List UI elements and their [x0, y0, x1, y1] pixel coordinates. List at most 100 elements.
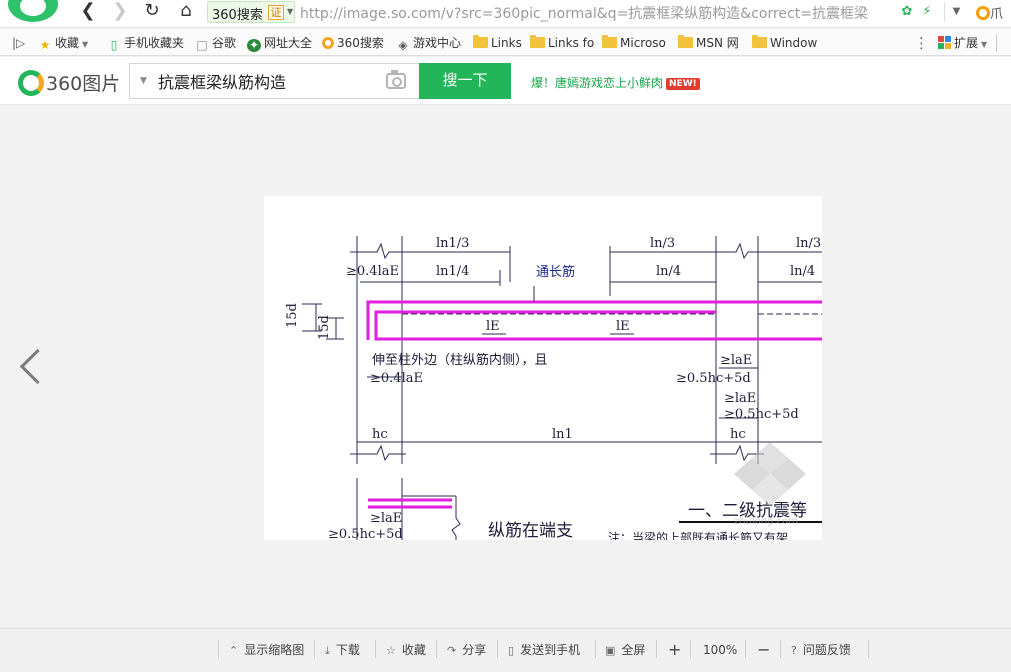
bookmarks-bar: |▷ ★收藏▼ ▯手机收藏夹 □谷歌 ✦网址大全 360搜索 ◈游戏中心 Lin… [0, 29, 1011, 56]
fullscreen-button[interactable]: ▣全屏 [605, 640, 645, 660]
label-lae-2: ≥0.4laE [370, 371, 423, 386]
forward-button[interactable]: ❯ [112, 0, 128, 21]
folder-icon [678, 35, 693, 48]
bookmark-folder-links-for[interactable]: Links fo [530, 34, 594, 52]
label-15d-a: 15d [285, 303, 300, 328]
reload-button[interactable]: ↻ [144, 0, 160, 21]
chevron-down-icon: ▼ [287, 7, 294, 16]
thumbnail-button[interactable]: ⌃显示缩略图 [229, 640, 304, 660]
toolbar-separator [497, 640, 498, 658]
chevron-up-icon: ⌃ [229, 644, 239, 657]
phone-outline-icon: ▯ [508, 644, 515, 657]
watermark-logo: zhulong.com [734, 442, 806, 527]
back-button[interactable]: ❮ [80, 0, 96, 21]
label-continuous-bar: 通长筋 [536, 264, 575, 280]
folder-icon [602, 35, 617, 48]
send-to-phone-button[interactable]: ▯发送到手机 [508, 640, 580, 660]
label-le-2: lE [616, 319, 630, 334]
site-logo[interactable]: 360图片 [18, 69, 121, 96]
refresh-shield-icon[interactable]: ✿ [901, 4, 913, 19]
toolbar-separator [868, 640, 869, 658]
label-15d-b: 15d [317, 315, 332, 340]
bookmark-folder-links[interactable]: Links [473, 34, 522, 52]
download-button[interactable]: ⤓下载 [325, 640, 360, 660]
gamepad-icon: ◈ [398, 38, 408, 52]
account-text: 爪 [990, 7, 1004, 22]
label-hc-2: hc [730, 427, 746, 442]
label-hc5d-3: ≥0.5hc+5d [328, 527, 403, 540]
feedback-button[interactable]: ?问题反馈 [791, 640, 851, 660]
preview-image[interactable]: ln1/3 ln1/4 ln/3 ln/4 ln/3 ln/4 通长筋 ≥0.4… [264, 196, 822, 540]
bookmark-google[interactable]: □谷歌 [196, 36, 237, 52]
phone-icon: ▯ [110, 38, 118, 52]
account-area[interactable]: 爪 [976, 3, 1011, 22]
download-icon: ⤓ [325, 644, 330, 657]
more-icon[interactable]: ⋮ [914, 34, 929, 52]
label-ln-4a: ln/4 [656, 264, 681, 279]
url-dropdown-icon[interactable]: ▼ [944, 2, 968, 22]
sidebar-toggle-icon[interactable]: |▷ [12, 36, 26, 50]
extensions-button[interactable]: 扩展▼ [938, 34, 987, 52]
label-ln1-4: ln1/4 [436, 264, 469, 279]
bookmark-folder-microsoft[interactable]: Microso [602, 34, 666, 52]
search-engine-selector[interactable]: 360搜索 证 ▼ [207, 1, 295, 23]
bookmark-favorites[interactable]: ★收藏▼ [39, 36, 89, 52]
compass-icon: ✦ [247, 38, 261, 52]
toolbar-separator [745, 640, 746, 658]
zoom-in-button[interactable]: + [668, 640, 682, 659]
watermark-text: zhulong.com [734, 516, 798, 527]
folder-icon [530, 35, 545, 48]
home-button[interactable]: ⌂ [180, 0, 192, 21]
label-grade-title: 一、二级抗震等 [688, 501, 807, 521]
zoom-out-button[interactable]: − [757, 640, 771, 659]
fullscreen-icon: ▣ [605, 644, 616, 657]
toolbar-separator [780, 640, 781, 658]
sidebar-edge[interactable] [996, 34, 1011, 52]
image-viewer: ln1/3 ln1/4 ln/3 ln/4 ln/3 ln/4 通长筋 ≥0.4… [0, 106, 1011, 628]
bookmark-360search[interactable]: 360搜索 [322, 34, 384, 52]
label-hc-1: hc [372, 427, 388, 442]
label-hc5d-2: ≥0.5hc+5d [724, 407, 799, 422]
previous-image-icon[interactable] [16, 346, 46, 392]
label-hc5d-1: ≥0.5hc+5d [676, 371, 751, 386]
bookmark-url-directory[interactable]: ✦网址大全 [247, 36, 313, 52]
favorite-button[interactable]: ☆收藏 [386, 640, 426, 660]
account-ring-icon [976, 6, 990, 20]
search-engine-name: 360搜索 [212, 8, 263, 23]
logo-ring-icon [18, 69, 44, 96]
camera-icon[interactable] [386, 70, 406, 89]
browser-logo-icon[interactable] [8, 0, 58, 22]
browser-address-bar: ❮ ❯ ↻ ⌂ 360搜索 证 ▼ http://image.so.com/v?… [0, 0, 1011, 28]
toolbar-separator [218, 640, 219, 658]
label-ln-3b: ln/3 [796, 236, 821, 251]
bookmark-mobile-favorites[interactable]: ▯手机收藏夹 [107, 34, 184, 52]
search-input[interactable] [158, 70, 378, 92]
bookmark-folder-msn[interactable]: MSN 网 [678, 34, 739, 52]
bookmark-folder-windows[interactable]: Window [752, 34, 817, 52]
toolbar-separator [690, 640, 691, 658]
url-field[interactable]: http://image.so.com/v?src=360pic_normal&… [300, 6, 868, 22]
label-ln1: ln1 [552, 427, 573, 442]
toolbar-separator [595, 640, 596, 658]
star-icon: ★ [39, 38, 51, 52]
rebar-detail-drawing: ln1/3 ln1/4 ln/3 ln/4 ln/3 ln/4 通长筋 ≥0.4… [285, 236, 822, 540]
star-outline-icon: ☆ [386, 644, 396, 657]
extensions-grid-icon [938, 36, 951, 49]
label-note-2: 注：当梁的上部既有通长筋又有架 [608, 530, 788, 540]
logo-text: 360图片 [46, 73, 121, 95]
new-badge: NEW! [666, 78, 700, 90]
speed-mode-icon[interactable]: ⚡ [922, 4, 932, 19]
share-button[interactable]: ↷分享 [447, 640, 486, 660]
folder-icon [473, 35, 488, 48]
label-lae-5: ≥laE [370, 511, 402, 526]
search-button[interactable]: 搜一下 [419, 63, 511, 99]
folder-icon [752, 35, 767, 48]
toolbar-separator [375, 640, 376, 658]
search-type-dropdown-icon[interactable]: ▼ [140, 76, 147, 86]
bookmark-game-center[interactable]: ◈游戏中心 [396, 34, 461, 52]
certificate-badge[interactable]: 证 [268, 5, 284, 20]
label-ln-4b: ln/4 [790, 264, 815, 279]
toolbar-separator [436, 640, 437, 658]
share-icon: ↷ [447, 644, 457, 657]
